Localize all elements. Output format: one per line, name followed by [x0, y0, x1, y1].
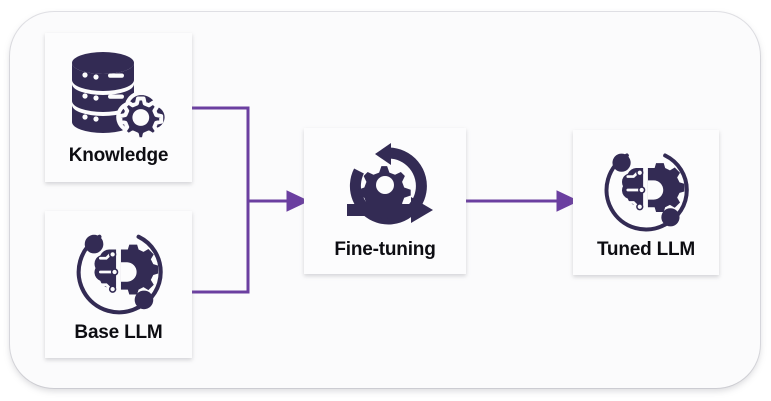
brain-gear-orbit-icon — [76, 234, 163, 315]
node-base-llm[interactable]: Base LLM — [45, 211, 192, 358]
node-base-llm-icon-wrap — [70, 225, 168, 319]
database-cloud-cog-icon — [71, 52, 169, 142]
node-knowledge-label: Knowledge — [68, 145, 169, 166]
node-fine-tuning-label: Fine-tuning — [334, 239, 436, 260]
node-fine-tuning[interactable]: Fine-tuning — [304, 128, 466, 274]
node-fine-tuning-icon-wrap — [333, 141, 437, 235]
node-tuned-llm-label: Tuned LLM — [596, 239, 696, 260]
brain-gear-orbit-icon — [604, 153, 689, 232]
node-base-llm-label: Base LLM — [74, 322, 163, 343]
refresh-cycle-gear-arrow-icon — [347, 143, 433, 225]
node-tuned-llm[interactable]: Tuned LLM — [573, 130, 719, 275]
node-tuned-llm-icon-wrap — [598, 144, 694, 236]
node-knowledge[interactable]: Knowledge — [45, 33, 192, 182]
node-knowledge-icon-wrap — [65, 48, 173, 142]
